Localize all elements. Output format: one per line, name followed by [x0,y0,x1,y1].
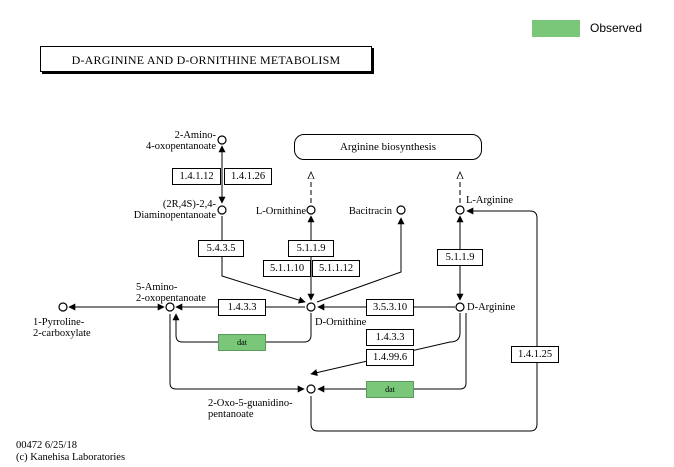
label-d-ornithine: D-Ornithine [315,317,367,328]
enzyme-1-4-1-12[interactable]: 1.4.1.12 [172,168,221,185]
compound-node-diaminopentanoate[interactable] [217,205,227,215]
label-line: (2R,4S)-2,4- [162,199,216,210]
enzyme-1-4-1-25[interactable]: 1.4.1.25 [511,346,559,363]
label-1-pyrroline-2-carboxylate: 1-Pyrroline- 2-carboxylate [33,317,91,339]
label-2-amino-4-oxopentanoate: 2-Amino- 4-oxopentanoate [110,130,216,152]
enzyme-1-4-3-3[interactable]: 1.4.3.3 [218,299,266,316]
label-line: 2-carboxylate [33,328,91,339]
label-line: 4-oxopentanoate [146,141,216,152]
enzyme-3-5-3-10[interactable]: 3.5.3.10 [366,299,414,316]
label-d-arginine: D-Arginine [467,302,516,313]
footer-copyright: (c) Kanehisa Laboratories [16,452,126,463]
label-l-ornithine: L-Ornithine [255,206,306,217]
compound-node-1-pyrroline-2-carboxylate[interactable] [58,302,68,312]
compound-node-bacitracin[interactable] [396,205,406,215]
enzyme-dat-observed[interactable]: dat [366,381,414,398]
compound-node-d-ornithine[interactable] [306,302,316,312]
compound-node-2-oxo-5-guanidinopentanoate[interactable] [306,384,316,394]
pathway-title: D-ARGININE AND D-ORNITHINE METABOLISM [40,46,372,72]
enzyme-5-1-1-12[interactable]: 5.1.1.12 [312,260,360,277]
enzyme-dat-observed[interactable]: dat [218,334,266,351]
enzyme-1-4-99-6[interactable]: 1.4.99.6 [366,349,414,366]
label-line: 2-oxopentanoate [136,293,206,304]
map-link-arginine-biosynthesis[interactable]: Arginine biosynthesis [294,134,482,160]
compound-node-5-amino-2-oxopentanoate[interactable] [165,302,175,312]
enzyme-5-1-1-9-arginine[interactable]: 5.1.1.9 [437,249,483,266]
label-line: Diaminopentanoate [133,210,216,221]
label-line: 2-Oxo-5-guanidino- [208,398,293,409]
compound-node-2-amino-4-oxopentanoate[interactable] [217,135,227,145]
label-2-oxo-5-guanidinopentanoate: 2-Oxo-5-guanidino- pentanoate [208,398,293,420]
enzyme-5-1-1-9[interactable]: 5.1.1.9 [288,240,334,257]
footer-map-id: 00472 6/25/18 [16,440,77,451]
compound-node-l-ornithine[interactable] [306,205,316,215]
compound-node-l-arginine[interactable] [455,205,465,215]
legend-observed-label: Observed [590,21,643,35]
label-bacitracin: Bacitracin [348,206,392,217]
label-l-arginine: L-Arginine [466,195,514,206]
compound-node-d-arginine[interactable] [455,302,465,312]
legend-observed-swatch [532,20,580,37]
label-diaminopentanoate: (2R,4S)-2,4- Diaminopentanoate [100,199,216,221]
label-line: 2-Amino- [174,130,216,141]
enzyme-5-1-1-10[interactable]: 5.1.1.10 [263,260,311,277]
label-5-amino-2-oxopentanoate: 5-Amino- 2-oxopentanoate [136,282,206,304]
label-line: 1-Pyrroline- [33,317,85,328]
enzyme-5-4-3-5[interactable]: 5.4.3.5 [198,240,244,257]
label-line: pentanoate [208,409,254,420]
enzyme-1-4-3-3-arginine[interactable]: 1.4.3.3 [366,329,414,346]
label-line: 5-Amino- [136,282,178,293]
enzyme-1-4-1-26[interactable]: 1.4.1.26 [224,168,272,185]
